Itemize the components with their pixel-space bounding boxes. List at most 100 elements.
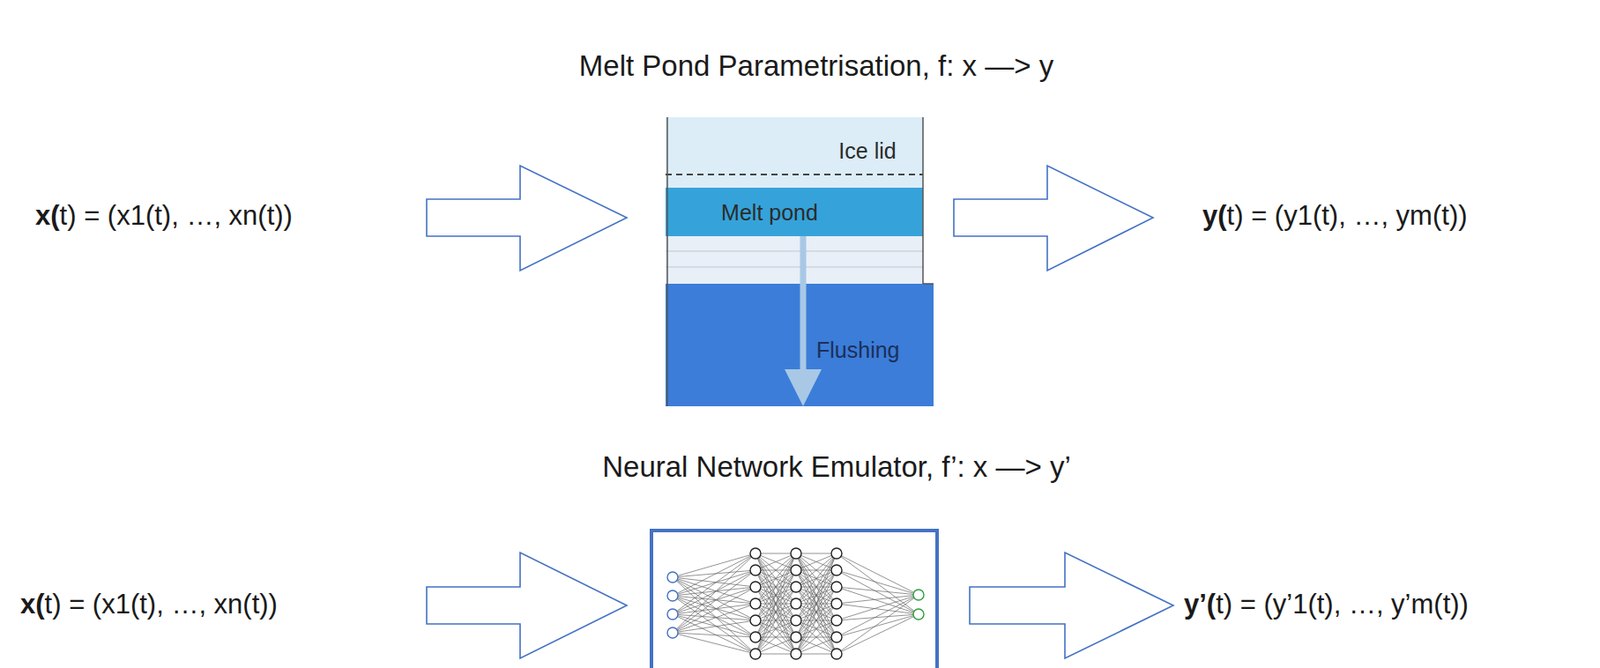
- network-neuron: [913, 589, 924, 601]
- network-link: [796, 553, 837, 604]
- network-link: [672, 595, 756, 638]
- network-link: [755, 553, 797, 571]
- network-neuron: [831, 648, 842, 660]
- network-link: [672, 570, 756, 615]
- network-link: [796, 553, 837, 621]
- layer-label: Ice lid: [838, 138, 896, 164]
- network-link: [796, 587, 837, 655]
- network-link: [755, 553, 797, 621]
- network-link: [755, 620, 797, 655]
- network-link: [755, 553, 797, 571]
- network-link: [796, 553, 837, 571]
- process-label: Flushing: [816, 337, 901, 364]
- network-link: [836, 603, 919, 615]
- network-link: [755, 637, 797, 655]
- network-link: [796, 553, 837, 555]
- network-link: [836, 553, 919, 615]
- network-link: [796, 570, 837, 655]
- network-link: [672, 553, 756, 615]
- block-arrow: [426, 165, 1174, 659]
- network-neuron: [667, 609, 678, 620]
- network-link: [755, 637, 797, 655]
- network-link: [796, 553, 837, 638]
- network-link: [755, 553, 797, 604]
- output-vector: y’(t) = (y’1(t), …, y’m(t)): [1183, 588, 1469, 621]
- network-link: [836, 587, 919, 615]
- network-link: [836, 595, 919, 621]
- network-link: [672, 603, 756, 633]
- layer-label: Melt pond: [721, 200, 819, 226]
- network-link: [836, 614, 919, 621]
- network-link: [672, 614, 756, 621]
- network-link: [796, 553, 837, 571]
- network-link: [755, 553, 797, 588]
- network-neuron: [831, 615, 842, 626]
- network-neuron: [790, 598, 802, 610]
- network-neuron: [667, 627, 678, 639]
- network-neuron: [913, 609, 924, 620]
- network-link: [836, 595, 919, 604]
- network-link: [796, 553, 837, 588]
- network-link: [672, 553, 756, 596]
- network-link: [755, 553, 797, 621]
- network-link: [755, 654, 797, 655]
- network-link: [796, 637, 837, 655]
- network-neuron: [790, 581, 802, 593]
- network-link: [672, 577, 756, 655]
- network-link: [755, 603, 797, 655]
- network-neuron: [750, 581, 761, 593]
- network-neuron: [790, 565, 802, 576]
- network-link: [672, 587, 756, 633]
- network-link: [796, 587, 837, 655]
- network-link: [796, 620, 837, 655]
- network-link: [836, 614, 919, 638]
- network-link: [672, 620, 756, 633]
- network-link: [796, 553, 837, 621]
- network-neuron: [750, 565, 761, 576]
- network-link: [796, 553, 837, 588]
- input-vector: x(t) = (x1(t), …, xn(t)): [35, 200, 293, 232]
- network-link: [672, 595, 756, 655]
- network-link: [755, 587, 797, 655]
- network-link: [796, 553, 837, 655]
- network-link: [796, 553, 837, 604]
- network-link: [672, 553, 756, 633]
- network-neuron: [790, 615, 802, 626]
- network-link: [672, 632, 756, 655]
- network-neuron: [790, 648, 802, 660]
- network-link: [672, 577, 756, 638]
- network-box: [651, 530, 938, 668]
- network-drawing: [667, 548, 924, 660]
- network-link: [755, 570, 797, 655]
- network-link: [672, 603, 756, 615]
- network-link: [796, 654, 837, 655]
- network-neuron: [750, 632, 761, 643]
- network-link: [755, 553, 797, 604]
- network-link: [755, 553, 797, 588]
- network-neuron: [831, 581, 842, 593]
- network-link: [796, 620, 837, 655]
- network-neuron: [831, 632, 842, 643]
- network-link: [836, 553, 919, 596]
- network-neuron: [750, 615, 761, 626]
- network-link: [755, 587, 797, 655]
- network-link: [836, 595, 919, 655]
- network-link: [672, 577, 756, 588]
- network-neuron: [667, 572, 678, 583]
- network-link: [755, 553, 797, 655]
- network-link: [796, 553, 837, 655]
- network-link: [672, 570, 756, 633]
- network-neuron: [831, 565, 842, 576]
- network-link: [796, 603, 837, 655]
- network-link: [755, 553, 797, 638]
- network-link: [755, 553, 797, 655]
- section-title: Neural Network Emulator, f’: x —> y’: [602, 450, 1072, 484]
- network-link: [755, 620, 797, 655]
- network-link: [672, 632, 756, 638]
- network-link: [672, 614, 756, 655]
- output-vector: y(t) = (y1(t), …, ym(t)): [1202, 200, 1468, 232]
- network-neuron: [831, 598, 842, 610]
- network-link: [836, 595, 919, 638]
- network-neuron: [790, 632, 802, 643]
